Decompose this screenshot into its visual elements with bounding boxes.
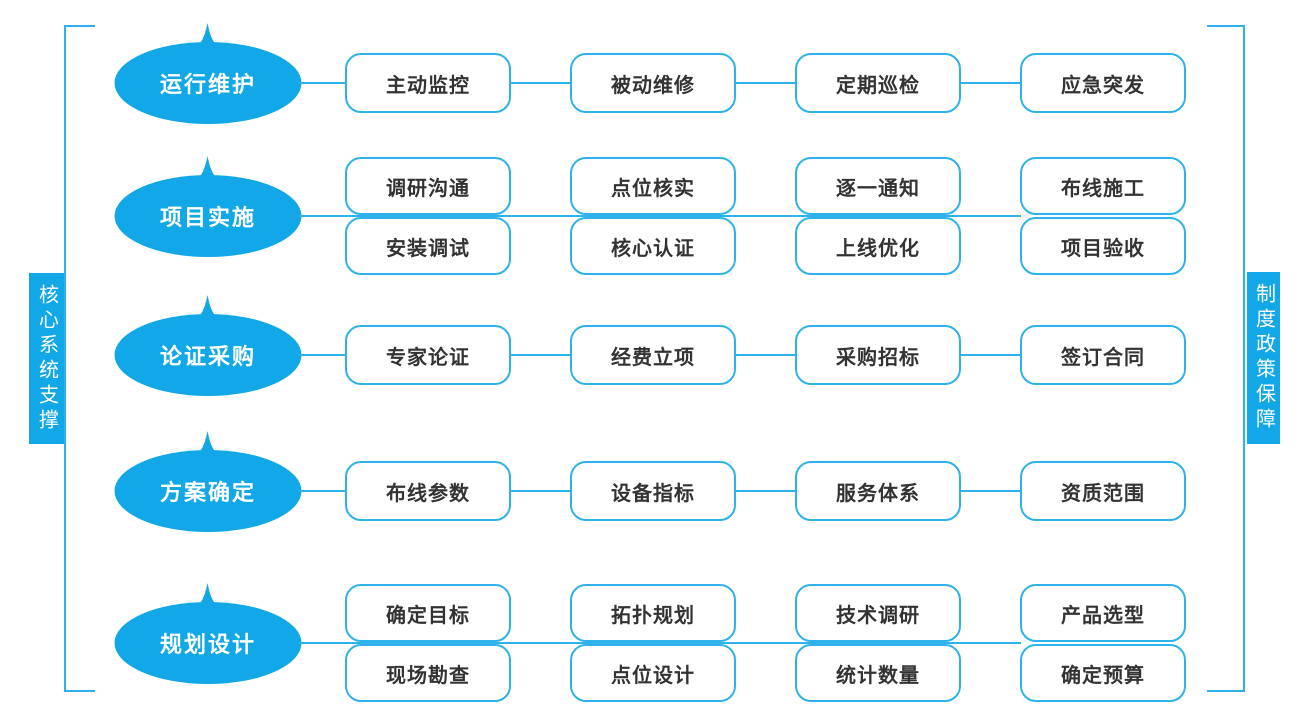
connector-line [511, 354, 571, 356]
step-node: 逐一通知 [795, 157, 961, 215]
connector-line [298, 490, 346, 492]
stage-label: 论证采购 [159, 344, 256, 369]
stage-label: 项目实施 [159, 205, 256, 230]
step-node: 统计数量 [795, 644, 961, 702]
step-node: 专家论证 [345, 325, 511, 385]
step-node: 资质范围 [1020, 461, 1186, 521]
step-node: 确定目标 [345, 584, 511, 642]
step-node: 技术调研 [795, 584, 961, 642]
step-node: 经费立项 [570, 325, 736, 385]
step-node: 布线施工 [1020, 157, 1186, 215]
step-node: 主动监控 [345, 53, 511, 113]
left-banner-label: 核心系统支撑 [35, 283, 58, 434]
step-node: 核心认证 [570, 217, 736, 275]
connector-line [511, 490, 571, 492]
stage-label: 规划设计 [159, 632, 256, 657]
stage-ellipse-shape [114, 431, 302, 532]
connector-line [961, 490, 1021, 492]
connector-line [298, 354, 346, 356]
step-node: 签订合同 [1020, 325, 1186, 385]
step-node: 现场勘查 [345, 644, 511, 702]
step-node: 调研沟通 [345, 157, 511, 215]
connector-line [736, 354, 796, 356]
stage-ellipse-shape [114, 295, 302, 396]
step-node: 应急突发 [1020, 53, 1186, 113]
step-node: 安装调试 [345, 217, 511, 275]
step-node: 设备指标 [570, 461, 736, 521]
stage-group-planning-design: 规划设计 确定目标 拓扑规划 技术调研 产品选型 现场勘查 点位设计 统计数量 … [0, 580, 1307, 706]
step-node: 布线参数 [345, 461, 511, 521]
connector-line [961, 354, 1021, 356]
step-node: 项目验收 [1020, 217, 1186, 275]
stage-group-operation-maintenance: 运行维护 主动监控 被动维修 定期巡检 应急突发 [0, 20, 1307, 146]
left-bracket-line [64, 25, 95, 692]
step-node: 被动维修 [570, 53, 736, 113]
stage-ellipse-shape [114, 23, 302, 124]
step-node: 点位设计 [570, 644, 736, 702]
left-banner: 核心系统支撑 [29, 273, 64, 444]
step-node: 拓扑规划 [570, 584, 736, 642]
step-node: 点位核实 [570, 157, 736, 215]
step-node: 确定预算 [1020, 644, 1186, 702]
right-bracket-line [1207, 25, 1245, 692]
stage-group-evaluation-procurement: 论证采购 专家论证 经费立项 采购招标 签订合同 [0, 292, 1307, 418]
stage-group-plan-confirmation: 方案确定 布线参数 设备指标 服务体系 资质范围 [0, 428, 1307, 554]
connector-line [736, 490, 796, 492]
connector-line [961, 82, 1021, 84]
stage-label: 运行维护 [159, 72, 256, 97]
connector-line [299, 215, 1021, 217]
stage-group-project-implementation: 项目实施 调研沟通 点位核实 逐一通知 布线施工 安装调试 核心认证 上线优化 … [0, 153, 1307, 279]
stage-ellipse-shape [114, 583, 302, 684]
connector-line [298, 82, 346, 84]
stage-label: 方案确定 [159, 480, 256, 505]
step-node: 采购招标 [795, 325, 961, 385]
step-node: 服务体系 [795, 461, 961, 521]
stage-ellipse-shape [114, 156, 302, 257]
step-node: 定期巡检 [795, 53, 961, 113]
connector-line [736, 82, 796, 84]
step-node: 产品选型 [1020, 584, 1186, 642]
right-banner-label: 制度政策保障 [1252, 283, 1275, 433]
connector-line [299, 642, 1021, 644]
step-node: 上线优化 [795, 217, 961, 275]
right-banner: 制度政策保障 [1247, 272, 1280, 444]
connector-line [511, 82, 571, 84]
